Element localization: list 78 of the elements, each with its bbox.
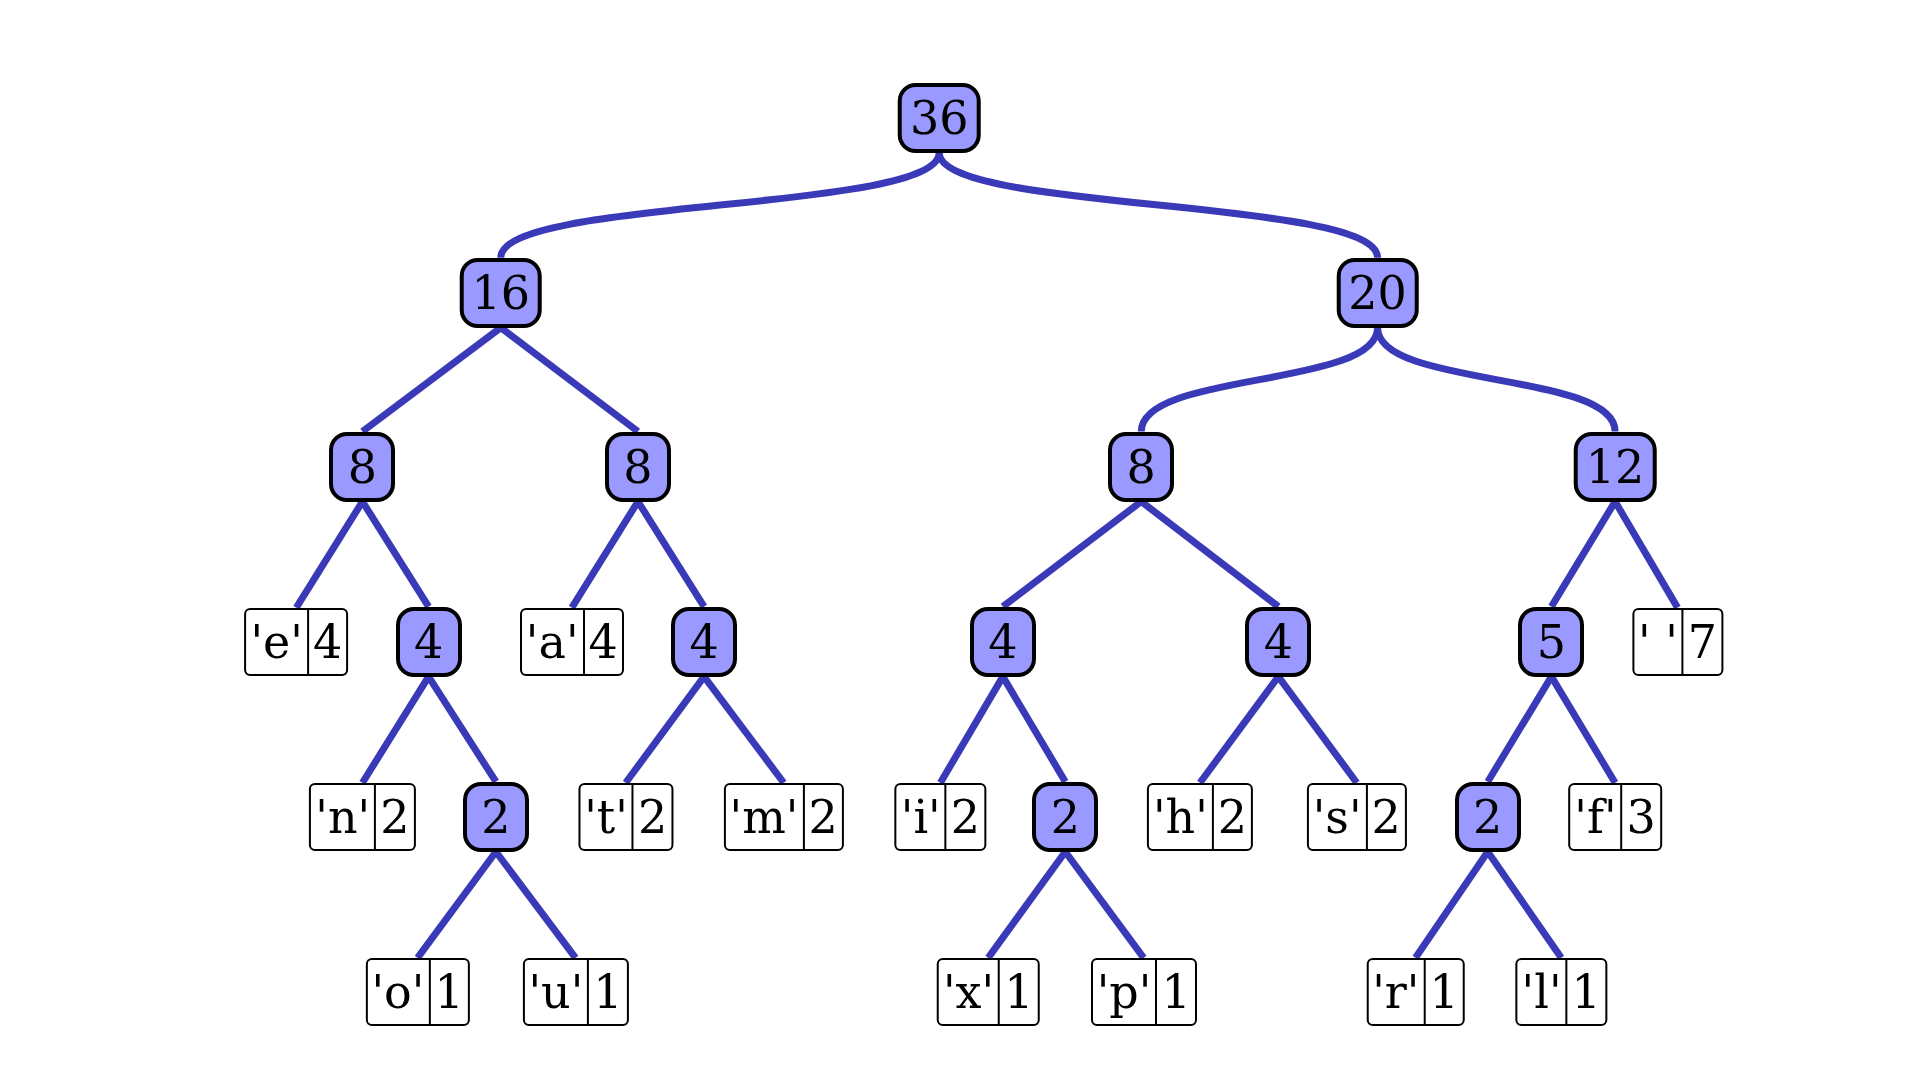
count-label: 2 <box>631 784 672 849</box>
leaf-node <box>309 782 416 851</box>
weight-node: 12 <box>1573 431 1657 502</box>
symbol-label: 'h' <box>1151 788 1209 846</box>
leaf-node <box>1568 782 1662 851</box>
leaf-node <box>1146 782 1254 851</box>
weight-node: 4 <box>1245 606 1312 677</box>
count-label: 2 <box>944 784 985 849</box>
symbol-label: 'l' <box>1520 963 1563 1021</box>
tree-edge <box>635 499 708 609</box>
leaf-node <box>1631 607 1724 676</box>
count-label: 1 <box>1155 959 1195 1024</box>
symbol-label: 't' <box>583 788 629 846</box>
symbol-label: 'p' <box>1095 963 1153 1021</box>
symbol-label: 'm' <box>728 788 800 846</box>
symbol-label: 'u' <box>527 963 585 1021</box>
count-label: 1 <box>1423 959 1463 1024</box>
symbol-label: 'e' <box>249 613 304 671</box>
count-label: 1 <box>587 959 627 1024</box>
leaf-node <box>519 607 624 676</box>
leaf-node <box>1090 957 1197 1026</box>
tree-edge <box>1062 849 1147 960</box>
symbol-label: 'i' <box>899 788 942 846</box>
weight-node: 8 <box>1108 431 1175 502</box>
count-label: 4 <box>582 609 622 674</box>
tree-edge <box>1548 674 1619 785</box>
leaf-node <box>936 957 1040 1026</box>
leaf-node <box>723 782 844 851</box>
symbol-label: 'n' <box>314 788 372 846</box>
symbol-label: 'r' <box>1371 963 1421 1021</box>
count-label: 4 <box>306 609 347 674</box>
tree-edge <box>414 849 499 960</box>
leaf-node <box>578 782 674 851</box>
leaf-node <box>1306 782 1407 851</box>
tree-edge <box>936 150 1381 260</box>
tree-edge <box>359 499 432 609</box>
tree-edge <box>425 674 499 784</box>
weight-node: 8 <box>329 431 396 502</box>
leaf-node <box>894 782 987 851</box>
weight-node: 2 <box>1454 781 1521 852</box>
weight-node: 20 <box>1336 257 1419 328</box>
tree-edge <box>1612 499 1681 610</box>
symbol-label: ' ' <box>1636 613 1679 671</box>
symbol-label: 's' <box>1311 788 1363 846</box>
weight-node: 8 <box>604 431 671 502</box>
leaf-node <box>244 607 349 676</box>
weight-node: 36 <box>897 82 981 153</box>
tree-edge <box>568 499 641 610</box>
count-label: 2 <box>802 784 842 849</box>
weight-node: 2 <box>462 781 529 852</box>
symbol-label: 'a' <box>524 613 580 671</box>
symbol-label: 'o' <box>370 963 426 1021</box>
count-label: 2 <box>1211 784 1252 849</box>
weight-node: 4 <box>671 606 738 677</box>
leaf-node <box>522 957 629 1026</box>
count-label: 2 <box>1365 784 1405 849</box>
tree-edge <box>701 674 787 785</box>
leaf-node <box>365 957 470 1026</box>
tree-edge <box>622 674 707 785</box>
count-label: 1 <box>1565 959 1605 1024</box>
weight-node: 16 <box>459 257 543 328</box>
count-label: 1 <box>998 959 1038 1024</box>
count-label: 2 <box>374 784 414 849</box>
tree-edge <box>1374 326 1619 433</box>
tree-edge <box>937 674 1006 785</box>
weight-node: 4 <box>969 606 1036 677</box>
count-label: 1 <box>428 959 468 1024</box>
weight-node: 5 <box>1518 606 1585 677</box>
count-label: 7 <box>1681 609 1722 674</box>
symbol-label: 'x' <box>941 963 996 1021</box>
leaf-node <box>1366 957 1465 1026</box>
tree-edge <box>493 849 579 960</box>
leaf-node <box>1515 957 1607 1026</box>
tree-edge <box>1275 674 1360 785</box>
count-label: 3 <box>1620 784 1660 849</box>
symbol-label: 'f' <box>1573 788 1618 846</box>
weight-node: 2 <box>1032 781 1099 852</box>
weight-node: 4 <box>395 606 462 677</box>
